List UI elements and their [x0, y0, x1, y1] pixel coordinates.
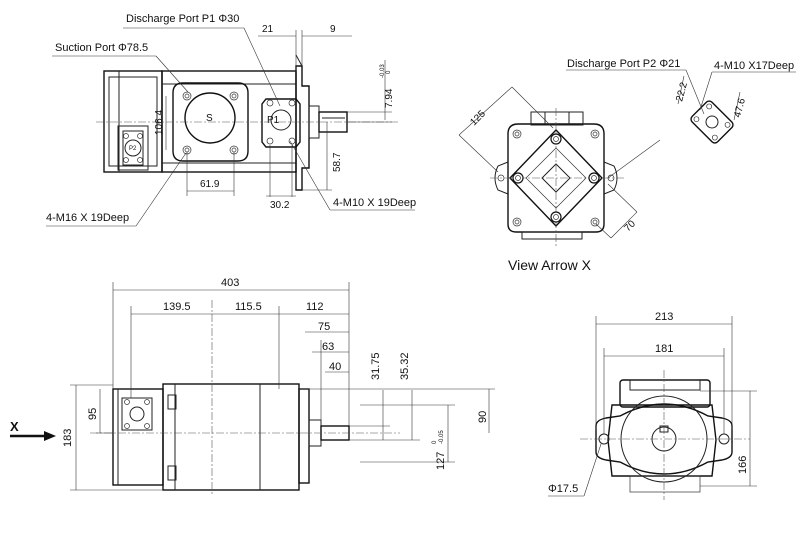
label-m10a: 4-M10 X 19Deep [333, 197, 416, 209]
label-discharge-p2: Discharge Port P2 Φ21 [567, 58, 680, 70]
dim-587: 58.7 [332, 152, 343, 172]
flange-plate [507, 123, 605, 233]
dim-619: 61.9 [200, 179, 220, 190]
label-m10b: 4-M10 X17Deep [714, 60, 794, 72]
dim-175: Φ17.5 [548, 483, 578, 495]
dim-127-tol-lower: -0.05 [439, 430, 445, 444]
dim-213: 213 [655, 311, 673, 323]
dim-95: 95 [87, 408, 99, 420]
dim-181: 181 [655, 343, 673, 355]
arrow-x-label: X [10, 419, 19, 434]
dim-222: 22.2 [674, 81, 690, 103]
dim-127-tol-upper: 0 [432, 440, 438, 444]
dim-70: 70 [622, 218, 638, 234]
suction-flange [172, 82, 249, 162]
dim-302: 30.2 [270, 200, 290, 211]
dim-794-tol-lower: 0 [386, 70, 392, 74]
port-s-label: S [206, 113, 213, 124]
dim-75: 75 [318, 321, 330, 333]
dim-794: 7.94 [384, 88, 395, 108]
svg-text:P2: P2 [129, 146, 137, 152]
dim-403: 403 [221, 277, 239, 289]
dim-1155: 115.5 [235, 301, 262, 313]
label-suction-port: Suction Port Φ78.5 [55, 42, 148, 54]
arrow-x-icon [44, 431, 56, 441]
suction-port [184, 92, 236, 144]
p2-flange [690, 100, 734, 144]
dim-112: 112 [306, 301, 324, 313]
top-right-view: 125 70 22.2 47.6 Discharge Port P2 Φ21 4… [458, 58, 796, 273]
dim-476: 47.6 [732, 97, 748, 119]
dim-3532: 35.32 [399, 352, 411, 380]
dim-1395: 139.5 [163, 301, 191, 313]
port-p1-label: P1 [267, 115, 280, 126]
dim-9: 9 [330, 24, 336, 35]
dim-794-tol-upper: -0.03 [380, 64, 386, 78]
dim-183: 183 [62, 429, 74, 447]
end-housing [607, 404, 717, 477]
mounting-flange [295, 65, 310, 191]
top-left-view: P2 S P1 21 9 [46, 13, 416, 227]
dim-166: 166 [737, 456, 749, 474]
dim-40: 40 [329, 361, 341, 373]
dim-127: 127 [435, 452, 447, 470]
dim-3175: 31.75 [370, 352, 382, 380]
end-flange [595, 403, 733, 475]
side-body [162, 383, 300, 491]
side-view: 403 139.5 115.5 112 75 63 40 31.75 35.32… [10, 277, 495, 496]
label-m16: 4-M16 X 19Deep [46, 212, 129, 224]
dim-63: 63 [322, 341, 334, 353]
dim-21: 21 [262, 24, 274, 35]
dim-90: 90 [477, 411, 489, 423]
caption-view-arrow-x: View Arrow X [508, 257, 592, 273]
label-discharge-p1: Discharge Port P1 Φ30 [126, 13, 239, 25]
end-view: 213 181 166 Φ17.5 [548, 311, 757, 500]
side-cover [112, 388, 164, 486]
dim-1064: 106.4 [154, 110, 165, 135]
